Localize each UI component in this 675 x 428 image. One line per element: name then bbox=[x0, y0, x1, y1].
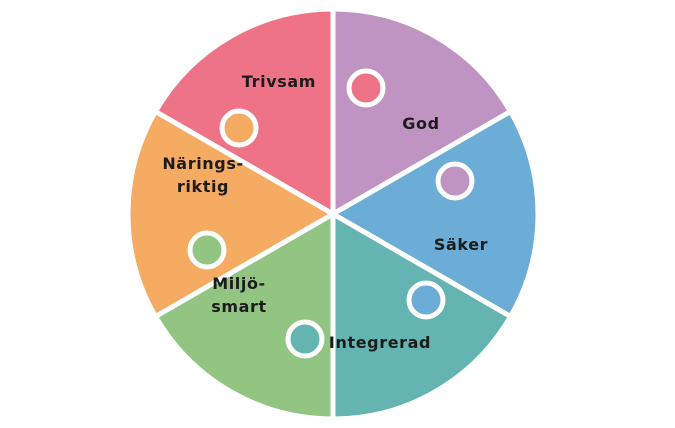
piece-label-line: Säker bbox=[434, 235, 488, 254]
piece-label-god: God bbox=[402, 114, 439, 133]
piece-label-line: Miljö- bbox=[212, 274, 266, 293]
piece-label-line: Integrerad bbox=[329, 333, 431, 352]
puzzle-knob-integrerad bbox=[285, 319, 325, 359]
piece-label-miljosmart: Miljö-smart bbox=[211, 274, 267, 316]
piece-label-naringsriktig: Närings-riktig bbox=[162, 154, 243, 196]
puzzle-piece-saker bbox=[330, 109, 541, 319]
piece-label-saker: Säker bbox=[434, 235, 488, 254]
puzzle-knob-saker bbox=[406, 280, 446, 320]
puzzle-knob-miljosmart bbox=[187, 230, 227, 270]
piece-label-integrerad: Integrerad bbox=[329, 333, 431, 352]
piece-label-line: Närings- bbox=[162, 154, 243, 173]
puzzle-knob-naringsriktig bbox=[219, 108, 259, 148]
puzzle-piece-miljosmart bbox=[152, 211, 336, 422]
piece-label-line: God bbox=[402, 114, 439, 133]
piece-label-line: riktig bbox=[177, 177, 229, 196]
piece-label-line: smart bbox=[211, 297, 267, 316]
piece-label-line: Trivsam bbox=[242, 72, 316, 91]
puzzle-piece-naringsriktig bbox=[125, 109, 336, 319]
puzzle-knob-god bbox=[435, 161, 475, 201]
puzzle-piece-god bbox=[330, 6, 514, 217]
puzzle-knob-trivsam bbox=[346, 68, 386, 108]
piece-label-trivsam: Trivsam bbox=[242, 72, 316, 91]
